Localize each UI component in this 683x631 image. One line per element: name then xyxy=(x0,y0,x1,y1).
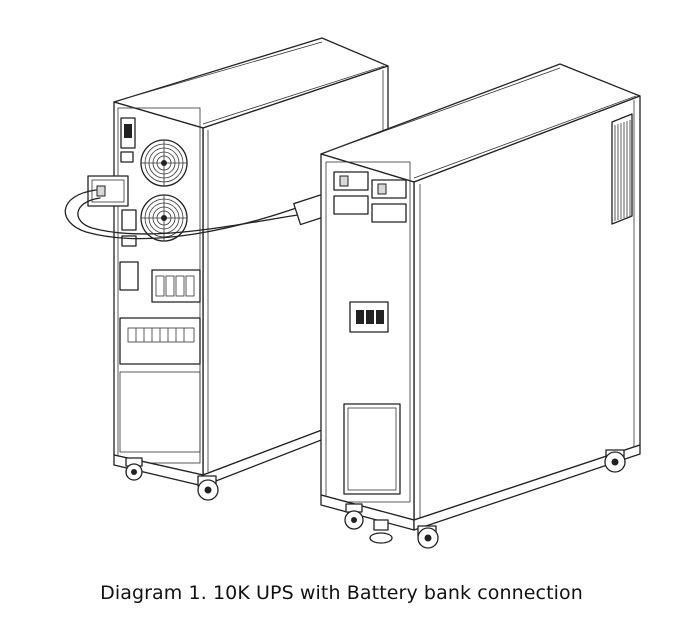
battery-bank-cabinet xyxy=(320,63,641,549)
caster-icon xyxy=(604,449,626,473)
caster-icon xyxy=(417,525,439,549)
ups-battery-diagram xyxy=(64,37,641,549)
caster-icon xyxy=(125,457,143,481)
caster-icon xyxy=(369,519,393,544)
fan-icon xyxy=(140,194,188,242)
vent-grille xyxy=(611,113,633,225)
fan-icon xyxy=(140,139,188,187)
diagram-caption: Diagram 1. 10K UPS with Battery bank con… xyxy=(100,582,583,604)
caster-icon xyxy=(344,503,364,530)
caster-icon xyxy=(197,475,219,501)
